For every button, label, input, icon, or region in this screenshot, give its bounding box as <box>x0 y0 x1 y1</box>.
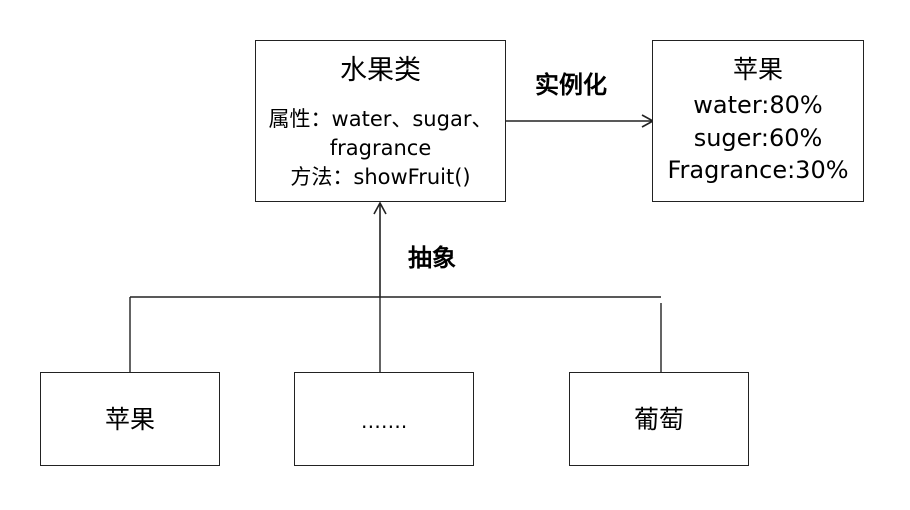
instance-fragrance: Fragrance:30% <box>667 156 849 184</box>
class-attributes-line1: 属性：water、sugar、 <box>268 107 493 131</box>
subclass-label: 葡萄 <box>633 405 685 434</box>
class-methods: 方法：showFruit() <box>290 165 471 189</box>
instance-suger: suger:60% <box>693 124 823 152</box>
subclass-label: 苹果 <box>104 405 156 434</box>
class-title: 水果类 <box>340 55 421 86</box>
abstraction-label: 抽象 <box>408 244 456 272</box>
instantiation-label: 实例化 <box>535 71 607 99</box>
subclass-box-grape: 葡萄 <box>569 372 749 466</box>
instance-box: 苹果 water:80% suger:60% Fragrance:30% <box>652 40 864 202</box>
subclass-label: ……. <box>360 409 408 433</box>
class-box: 水果类 属性：water、sugar、 fragrance 方法：showFru… <box>255 40 506 202</box>
subclass-box-apple: 苹果 <box>40 372 220 466</box>
instance-water: water:80% <box>693 91 823 119</box>
instance-title: 苹果 <box>732 55 784 84</box>
class-attributes-line2: fragrance <box>329 136 432 160</box>
subclass-box-ellipsis: ……. <box>294 372 474 466</box>
